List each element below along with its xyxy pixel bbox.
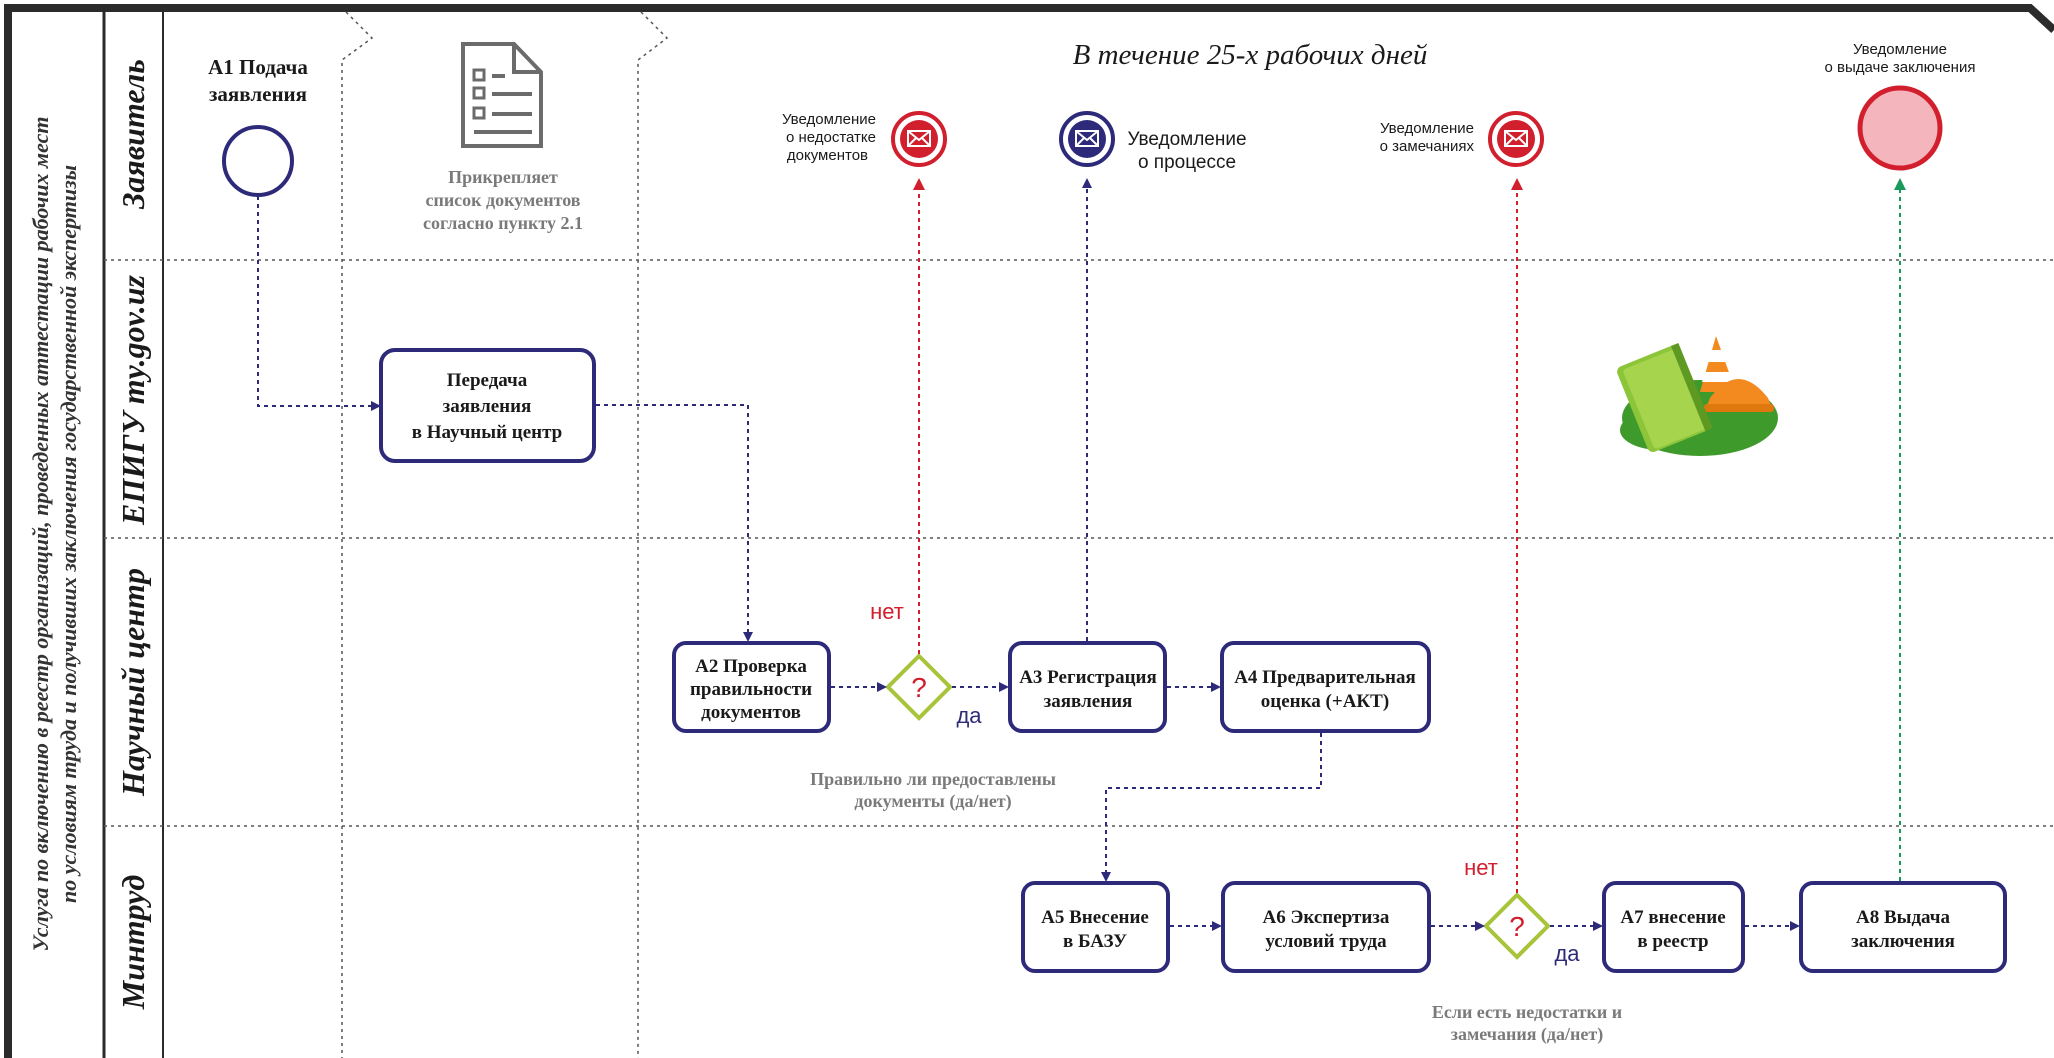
lane-label-mintrud: Минтруд [115, 875, 151, 1011]
task-a3[interactable] [1008, 641, 1167, 733]
gateway-1-no-label: нет [870, 599, 904, 624]
lane-label-science-center: Научный центр [115, 568, 151, 797]
attachment-note-line-1: Прикрепляет [448, 167, 558, 187]
notification-remarks-line-1: Уведомление [1380, 120, 1474, 137]
task-a6-line-2: условий труда [1265, 931, 1387, 952]
task-a8-line-1: А8 Выдача [1856, 907, 1951, 928]
gateway-1-question-line-2: документы (да/нет) [854, 791, 1011, 812]
task-a7-line-1: А7 внесение [1620, 907, 1725, 928]
flow-a1-to-transfer [257, 196, 381, 411]
document-checklist-icon [461, 42, 543, 148]
notification-missing-docs-line-2: о недостатке [786, 129, 876, 146]
gateway-1-question-line-1: Правильно ли предоставлены [810, 769, 1056, 789]
notification-process[interactable] [1059, 111, 1115, 167]
lane-label-portal: ЕПИГУ my.gov.uz [115, 275, 151, 526]
lane-separators [104, 259, 2054, 827]
start-event[interactable] [222, 125, 294, 197]
task-a2-line-2: правильности [690, 679, 812, 700]
envelope-icon [1075, 130, 1099, 147]
task-transfer-line-2: заявления [443, 396, 532, 417]
end-event-label-line-2: о выдаче заключения [1825, 59, 1976, 76]
outer-frame [4, 4, 2054, 1058]
notification-missing-docs[interactable] [891, 111, 947, 167]
task-transfer[interactable] [379, 348, 596, 463]
task-a2[interactable] [672, 641, 831, 733]
task-a5-line-1: А5 Внесение [1041, 907, 1149, 928]
task-transfer-line-1: Передача [447, 370, 528, 391]
task-a8-line-2: заключения [1851, 931, 1955, 952]
gateway-2-question-line-2: замечания (да/нет) [1451, 1024, 1603, 1045]
gateway-2-no-label: нет [1464, 855, 1498, 880]
gateway-remarks-check[interactable] [1483, 892, 1551, 960]
envelope-icon [1504, 130, 1528, 147]
process-title-line-1: Услуга по включению в реестр организаций… [28, 117, 53, 952]
task-a8[interactable] [1799, 881, 2007, 973]
envelope-icon [907, 130, 931, 147]
attachment-note-line-3: согласно пункту 2.1 [423, 213, 583, 233]
notification-remarks-line-2: о замечаниях [1380, 138, 1475, 155]
task-a4-line-2: оценка (+АКТ) [1261, 691, 1389, 712]
sequence-flows [257, 178, 1800, 931]
flow-a4-to-a5 [1101, 733, 1322, 882]
notification-remarks[interactable] [1488, 111, 1544, 167]
flow-transfer-to-a2 [596, 404, 753, 642]
attachment-note-line-2: список документов [425, 190, 580, 210]
labor-safety-illustration [1617, 336, 1778, 456]
task-transfer-line-3: в Научный центр [412, 422, 562, 443]
gateway-2-yes-label: да [1554, 941, 1580, 966]
task-a6-line-1: А6 Экспертиза [1263, 907, 1390, 928]
task-a7[interactable] [1602, 881, 1745, 973]
task-a7-line-2: в реестр [1637, 931, 1708, 952]
task-a2-line-1: А2 Проверка [695, 656, 807, 677]
task-a3-line-2: заявления [1044, 691, 1133, 712]
task-a3-line-1: А3 Регистрация [1019, 667, 1157, 688]
notification-process-line-1: Уведомление [1127, 129, 1246, 150]
end-event[interactable] [1857, 85, 1943, 171]
notification-process-line-2: о процессе [1138, 152, 1236, 173]
task-a5-line-2: в БАЗУ [1063, 931, 1127, 952]
task-a5[interactable] [1021, 881, 1170, 973]
task-a6[interactable] [1221, 881, 1431, 973]
start-event-label-line-2: заявления [209, 82, 307, 106]
gateway-2-question-line-1: Если есть недостатки и [1432, 1002, 1622, 1022]
task-a4[interactable] [1220, 641, 1431, 733]
end-event-label-line-1: Уведомление [1853, 41, 1947, 58]
gateway-1-yes-label: да [956, 703, 982, 728]
gateway-1-symbol: ? [911, 672, 927, 703]
process-title: Услуга по включению в реестр организаций… [28, 117, 81, 952]
task-a2-line-3: документов [701, 702, 801, 723]
gateway-2-symbol: ? [1509, 911, 1525, 942]
timeframe-label: В течение 25-х рабочих дней [1073, 39, 1428, 71]
lane-label-applicant: Заявитель [115, 59, 151, 210]
process-title-line-2: по условиям труда и получивших заключени… [56, 165, 81, 903]
gateway-documents-check[interactable] [885, 653, 953, 721]
notification-missing-docs-line-1: Уведомление [782, 111, 876, 128]
task-a4-line-1: А4 Предварительная [1234, 667, 1416, 688]
start-event-label-line-1: А1 Подача [208, 55, 308, 79]
notification-missing-docs-line-3: документов [787, 147, 868, 164]
